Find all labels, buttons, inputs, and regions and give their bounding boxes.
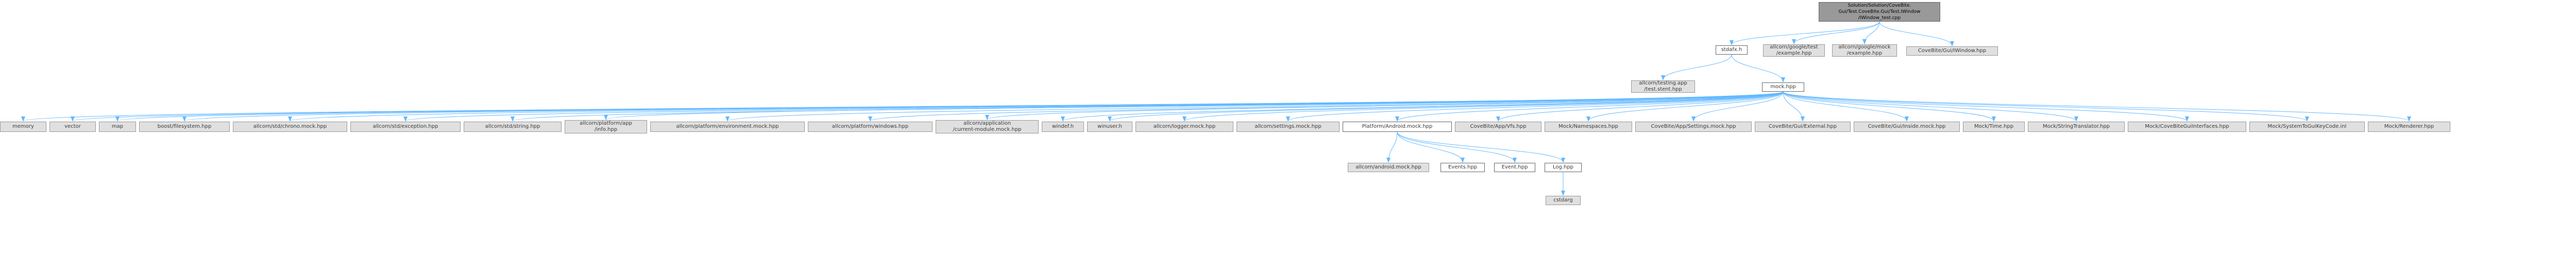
- node-map[interactable]: map: [99, 122, 136, 132]
- edge-mock-child: [116, 91, 1784, 122]
- edge-root-gmock: [1862, 21, 1880, 44]
- edge-root-iwindow: [1879, 21, 1954, 46]
- node-event-hpp[interactable]: Event.hpp: [1494, 163, 1535, 172]
- node-gui-external[interactable]: CoveBite/Gui/External.hpp: [1755, 122, 1851, 132]
- node-platform-windows[interactable]: allcorn/platform/windows.hpp: [808, 122, 933, 132]
- node-std-string[interactable]: allcorn/std/string.hpp: [464, 122, 562, 132]
- edge-android-child: [1386, 131, 1398, 163]
- edge-mock-child: [1586, 91, 1784, 122]
- edge-mock-child: [403, 91, 1784, 122]
- edge-android-child: [1397, 131, 1465, 163]
- node-settings-mock[interactable]: allcorn/settings.mock.hpp: [1236, 122, 1340, 132]
- node-logger-mock[interactable]: allcorn/logger.mock.hpp: [1136, 122, 1233, 132]
- edge-mock-child: [1783, 91, 2189, 122]
- node-stdafx[interactable]: stdafx.h: [1716, 45, 1748, 55]
- node-root-file[interactable]: Solution/Solution/CoveBite. Gui/Test.Cov…: [1819, 2, 1940, 22]
- node-winuser[interactable]: winuser.h: [1087, 122, 1132, 132]
- edge-mock-child: [985, 91, 1784, 120]
- edge-mock-child: [1691, 91, 1784, 122]
- node-namespaces[interactable]: Mock/Namespaces.hpp: [1545, 122, 1632, 132]
- node-app-settings-mock[interactable]: CoveBite/App/Settings.mock.hpp: [1635, 122, 1752, 132]
- edge-mock-child: [71, 91, 1784, 122]
- dependency-edges: [22, 21, 2411, 196]
- node-app-vfs[interactable]: CoveBite/App/Vfs.hpp: [1455, 122, 1541, 132]
- node-memory[interactable]: memory: [0, 122, 46, 132]
- node-mock-renderer[interactable]: Mock/Renderer.hpp: [2368, 122, 2450, 132]
- node-iwindow-hpp[interactable]: CoveBite/Gui/IWindow.hpp: [1906, 46, 1998, 56]
- node-mock-time[interactable]: Mock/Time.hpp: [1963, 122, 2025, 132]
- edge-root-stdafx: [1730, 21, 1880, 45]
- edge-mock-child: [604, 91, 1784, 120]
- node-keycode-inl[interactable]: Mock/SystemToGuiKeyCode.inl: [2249, 122, 2365, 132]
- edge-root-gtest: [1792, 21, 1880, 44]
- edge-android-child: [1397, 131, 1565, 163]
- node-log-hpp[interactable]: Log.hpp: [1545, 163, 1582, 172]
- edge-mock-child: [1496, 91, 1784, 122]
- node-testing-app[interactable]: allcorn/testing.app /test.stent.hpp: [1631, 80, 1695, 93]
- node-boost-filesystem[interactable]: boost/filesystem.hpp: [139, 122, 230, 132]
- edge-mock-child: [1783, 91, 1805, 122]
- node-string-translator[interactable]: Mock/StringTranslator.hpp: [2028, 122, 2125, 132]
- node-std-exception[interactable]: allcorn/std/exception.hpp: [350, 122, 461, 132]
- node-mock-hpp[interactable]: mock.hpp: [1762, 82, 1804, 92]
- node-windef[interactable]: windef.h: [1042, 122, 1084, 132]
- node-gui-inside-mock[interactable]: CoveBite/Gui/Inside.mock.hpp: [1854, 122, 1960, 132]
- node-events-hpp[interactable]: Events.hpp: [1440, 163, 1485, 172]
- node-cstdarg[interactable]: cstdarg: [1546, 196, 1581, 205]
- node-google-test[interactable]: allcorn/google/test /example.hpp: [1763, 44, 1825, 57]
- edge-mock-child: [725, 91, 1784, 122]
- edge-stdafx-mock: [1731, 54, 1785, 82]
- node-vector[interactable]: vector: [49, 122, 96, 132]
- edge-mock-child: [1783, 91, 2078, 122]
- node-gui-interfaces[interactable]: Mock/CoveBiteGuiInterfaces.hpp: [2128, 122, 2246, 132]
- edge-mock-child: [1395, 91, 1784, 122]
- edge-mock-child: [1286, 91, 1784, 122]
- edge-mock-child: [1783, 91, 2309, 122]
- edge-stdafx-testing-app: [1661, 54, 1732, 80]
- edge-mock-child: [1182, 91, 1784, 122]
- edge-mock-child: [1783, 91, 2411, 122]
- node-std-chrono[interactable]: allcorn/std/chrono.mock.hpp: [233, 122, 347, 132]
- edge-mock-child: [1783, 91, 1996, 122]
- edge-mock-child: [1108, 91, 1784, 122]
- edge-mock-child: [1783, 91, 1909, 122]
- edge-mock-child: [288, 91, 1784, 122]
- node-android-mock[interactable]: allcorn/android.mock.hpp: [1348, 163, 1429, 172]
- node-platform-android[interactable]: Platform/Android.mock.hpp: [1343, 122, 1452, 132]
- node-application-module[interactable]: allcorn/application /current-module.mock…: [936, 120, 1039, 133]
- node-platform-environment[interactable]: allcorn/platform/environment.mock.hpp: [650, 122, 805, 132]
- node-google-mock[interactable]: allcorn/google/mock /example.hpp: [1832, 44, 1897, 57]
- edge-android-child: [1397, 131, 1517, 163]
- node-platform-app-info[interactable]: allcorn/platform/app /info.hpp: [565, 120, 647, 133]
